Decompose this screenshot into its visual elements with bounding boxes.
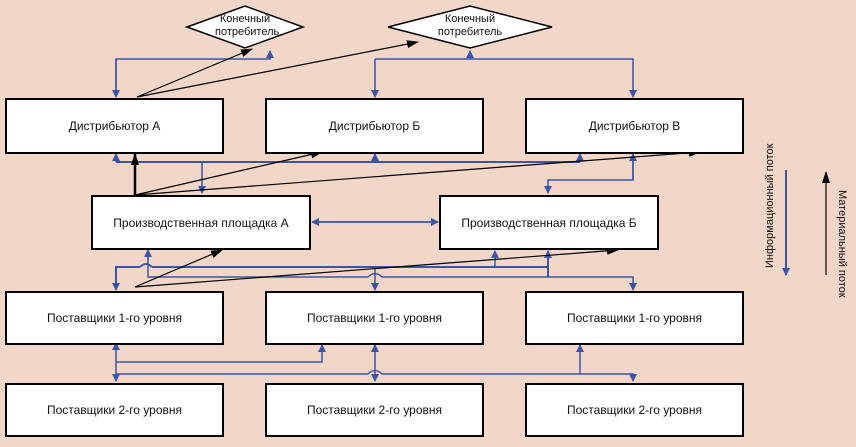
tier1-supplier-2[interactable]: Поставщики 1-го уровня	[265, 291, 484, 345]
consumer-diamond-2	[387, 5, 553, 49]
tier2-supplier-3[interactable]: Поставщики 2-го уровня	[525, 383, 744, 437]
distributor-v[interactable]: Дистрибьютор В	[525, 98, 744, 154]
plant-b[interactable]: Производственная площадка Б	[439, 195, 659, 250]
plant-a[interactable]: Производственная площадка А	[91, 195, 311, 250]
tier1-supplier-3[interactable]: Поставщики 1-го уровня	[525, 291, 744, 345]
tier2-supplier-1[interactable]: Поставщики 2-го уровня	[5, 383, 224, 437]
legend-material-label: Материальный поток	[836, 190, 848, 298]
distributor-b[interactable]: Дистрибьютор Б	[265, 98, 484, 154]
tier2-supplier-2[interactable]: Поставщики 2-го уровня	[265, 383, 484, 437]
distributor-a[interactable]: Дистрибьютор А	[5, 98, 224, 154]
legend-info-label: Информационный поток	[764, 143, 776, 268]
consumer-label-1: Конечный потребитель	[215, 13, 280, 38]
tier1-supplier-1[interactable]: Поставщики 1-го уровня	[5, 291, 224, 345]
info-consumer2-dV	[375, 58, 637, 98]
consumer-diamond-1	[184, 5, 306, 49]
consumer-label-2: Конечный потребитель	[437, 13, 503, 38]
